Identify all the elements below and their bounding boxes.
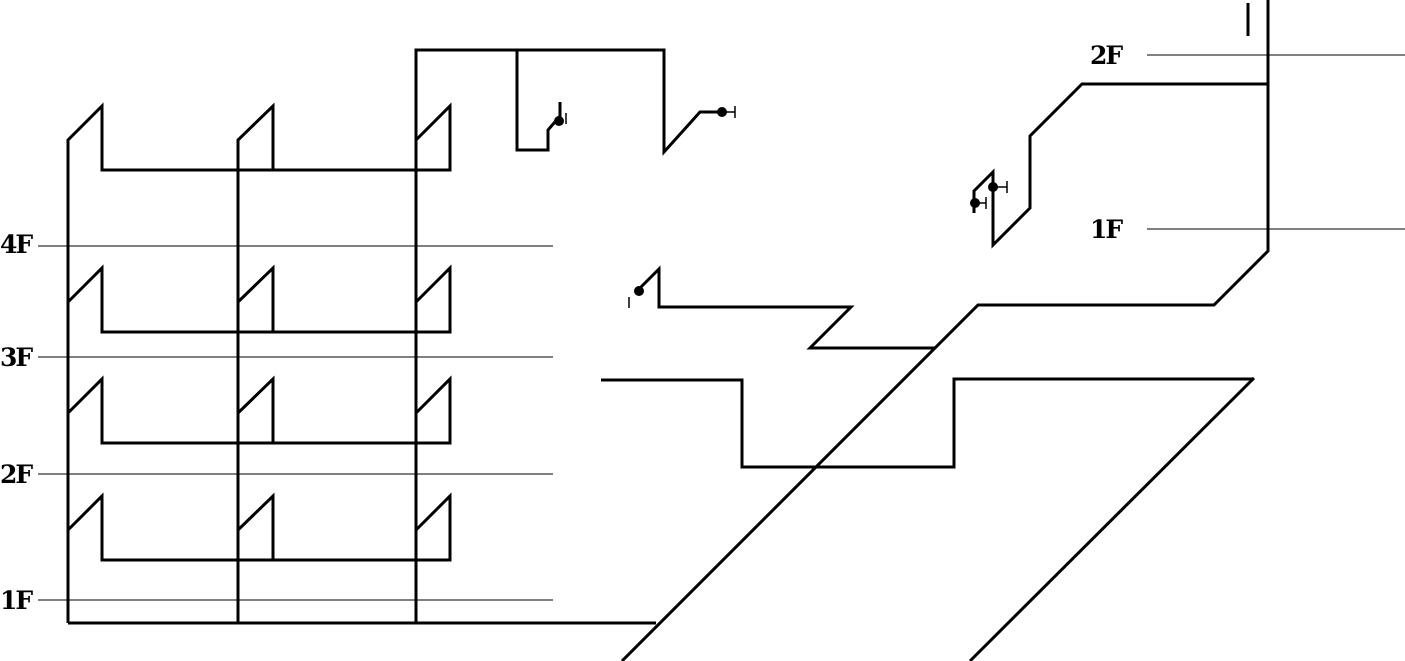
valve-dot-1 bbox=[554, 116, 564, 126]
branch-level-3-b bbox=[236, 264, 275, 332]
main-pipes bbox=[68, 0, 1270, 661]
floor-label-2f: 2F bbox=[0, 460, 33, 489]
right-floor-label-1f: 1F bbox=[1090, 215, 1123, 244]
riser-1 bbox=[66, 102, 452, 623]
right-floor-lines: 2F 1F bbox=[1090, 41, 1405, 244]
zigzag-branch bbox=[634, 265, 935, 350]
valve-dot-3 bbox=[634, 286, 644, 296]
floor-branches bbox=[66, 264, 452, 562]
floor-label-4f: 4F bbox=[0, 230, 33, 259]
diagonal-main-1 bbox=[620, 0, 1270, 661]
right-floor-label-2f: 2F bbox=[1090, 41, 1123, 70]
loop-pipe bbox=[601, 377, 1254, 469]
valves bbox=[554, 106, 1008, 308]
left-risers bbox=[66, 48, 722, 623]
right-upper-branch bbox=[972, 82, 1268, 249]
branch-level-2-b bbox=[236, 375, 275, 443]
right-risers bbox=[972, 3, 1268, 249]
riser-3 bbox=[414, 48, 722, 623]
diagonal-main-2 bbox=[968, 376, 1256, 661]
floor-label-1f: 1F bbox=[0, 586, 33, 615]
floor-label-3f: 3F bbox=[0, 343, 33, 372]
left-floor-lines bbox=[38, 245, 553, 601]
top-branch-loop bbox=[515, 50, 562, 152]
branch-level-1-a bbox=[66, 492, 452, 562]
riser-2 bbox=[236, 102, 275, 623]
branch-level-1-b bbox=[236, 492, 275, 560]
left-floor-labels: 4F 3F 2F 1F bbox=[0, 230, 35, 615]
branch-level-2-a bbox=[66, 375, 452, 445]
branch-level-3-a bbox=[66, 264, 452, 334]
